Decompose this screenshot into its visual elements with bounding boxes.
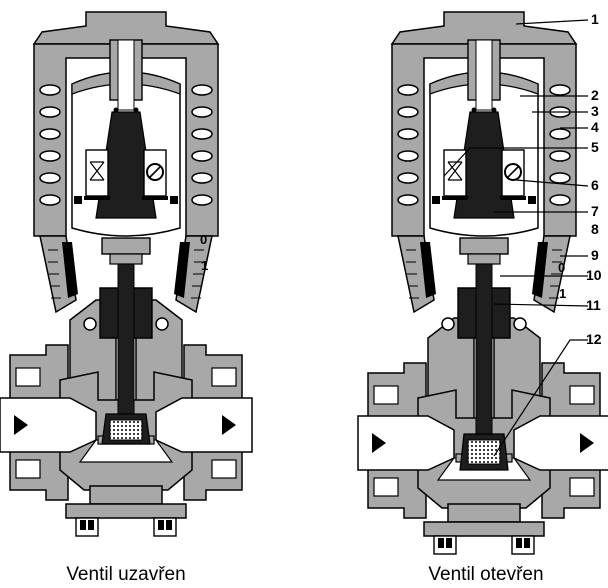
scale-mark-one-right: 1 [559,286,566,301]
callout-5: 5 [591,139,599,155]
callout-3: 3 [591,103,599,119]
scale-mark-zero-left: 0 [200,232,207,247]
callout-7: 7 [591,203,599,219]
caption-valve-open: Ventil otevřen [428,564,543,585]
callout-6: 6 [591,177,599,193]
callout-2: 2 [591,87,599,103]
callout-10: 10 [586,267,602,283]
callout-8: 8 [591,221,599,237]
callout-9: 9 [591,247,599,263]
scale-mark-one-left: 1 [201,258,208,273]
callout-12: 12 [586,331,602,347]
caption-valve-closed: Ventil uzavřen [66,564,185,585]
callout-leaders [443,19,589,457]
callout-11: 11 [586,297,601,313]
callout-1: 1 [591,11,599,27]
callout-numbers: 1 2 3 4 5 6 7 8 9 10 11 12 [586,11,602,347]
valve-closed-drawing: 0 1 [0,11,253,537]
callout-4: 4 [591,119,599,135]
valve-open-drawing: 0 1 [357,11,608,555]
scale-mark-zero-right: 0 [558,260,565,275]
